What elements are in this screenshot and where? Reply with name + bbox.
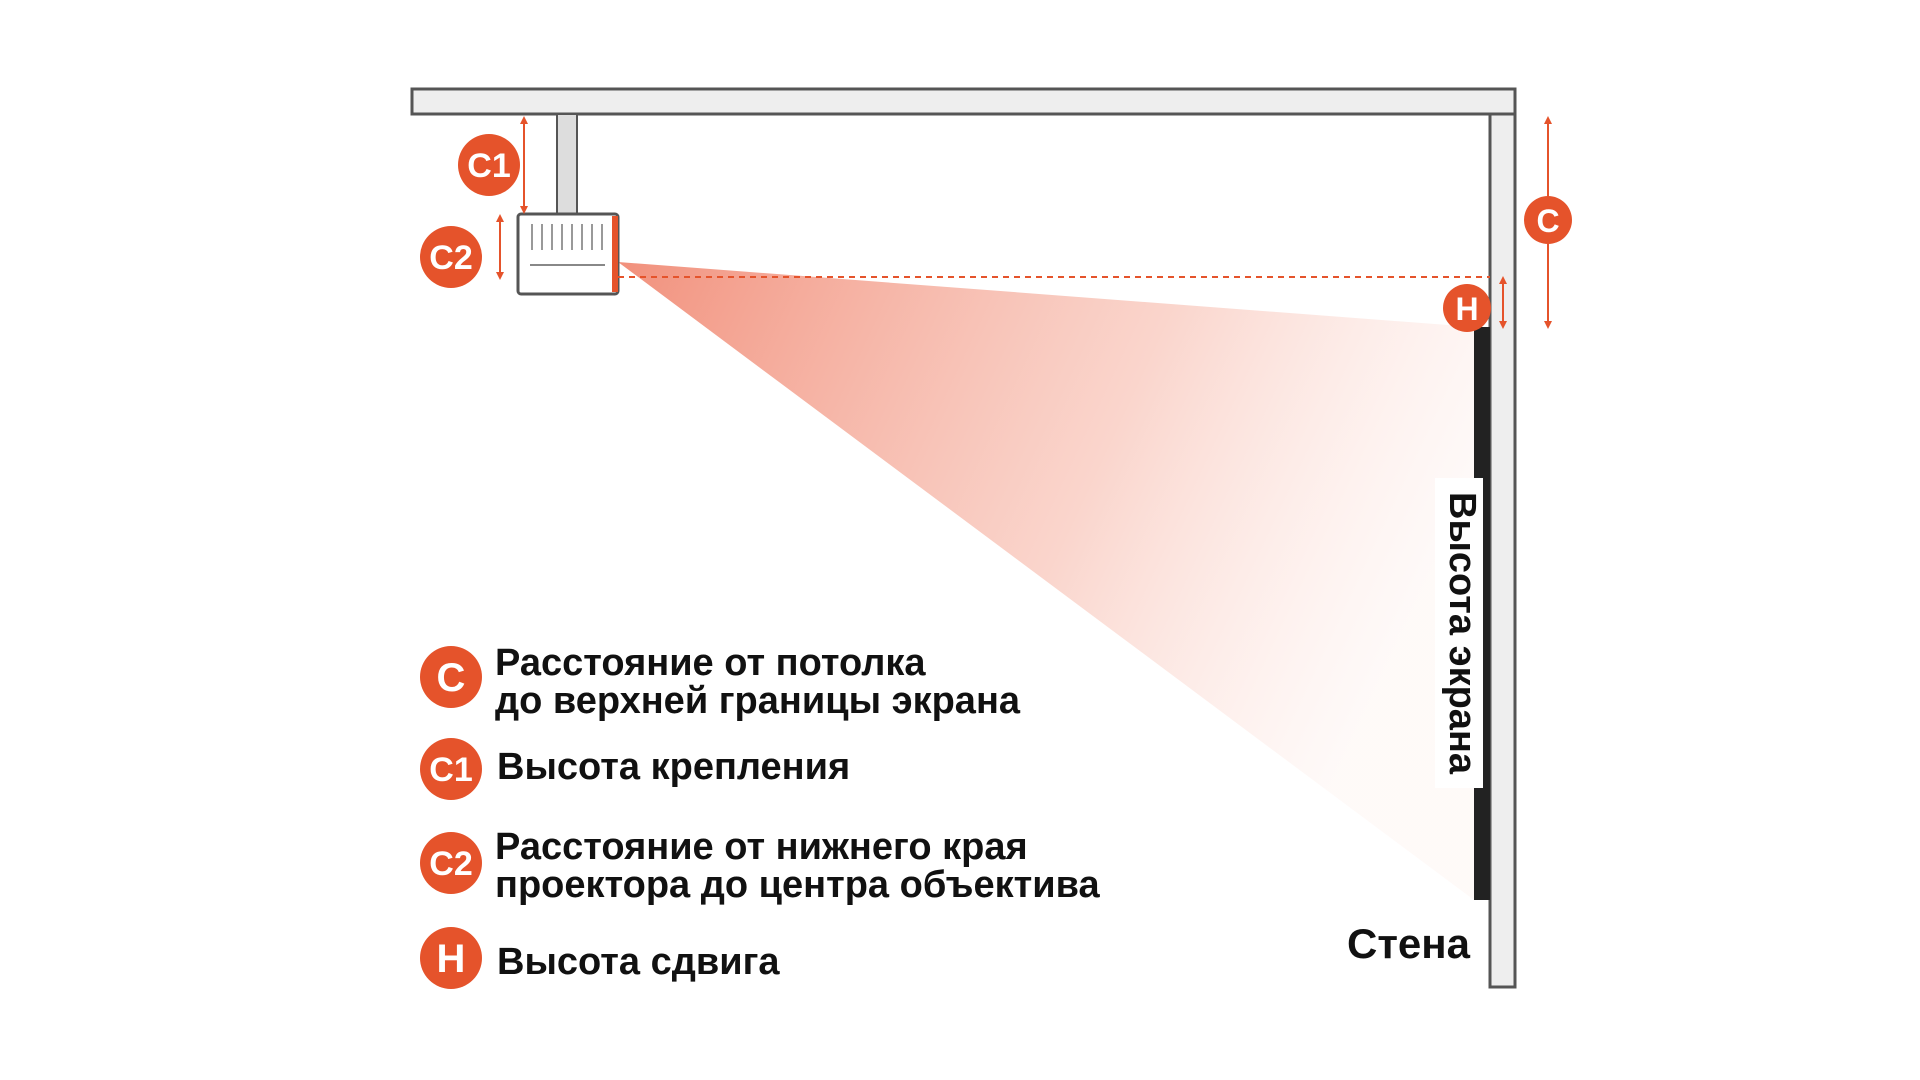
badge-h: H [1443, 284, 1491, 332]
svg-text:C: C [1536, 203, 1559, 239]
wall-label: Стена [1347, 920, 1470, 967]
badge-c1: C1 [458, 134, 520, 196]
legend-text-h: Высота сдвига [497, 943, 780, 981]
svg-text:H: H [1455, 291, 1478, 327]
svg-text:C1: C1 [467, 147, 510, 185]
legend-badge-c2: C2 [420, 832, 482, 894]
legend-text-c1: Высота крепления [497, 748, 850, 786]
legend-c-line1: Расстояние от потолка [495, 642, 926, 684]
legend-badge-h: H [420, 927, 482, 989]
legend-text-c2: Расстояние от нижнего края проектора до … [495, 828, 1100, 904]
badge-c: C [1524, 196, 1572, 244]
svg-text:C2: C2 [429, 845, 472, 883]
legend-c-line2: до верхней границы экрана [495, 680, 1021, 722]
legend-c2-line2: проектора до центра объектива [495, 864, 1100, 906]
legend-badge-c1: C1 [420, 738, 482, 800]
legend-text-c: Расстояние от потолка до верхней границы… [495, 644, 1020, 720]
wall [1488, 112, 1517, 989]
ceiling [410, 87, 1517, 116]
projection-beam [618, 262, 1474, 900]
legend-badge-c: C [420, 646, 482, 708]
screen-height-label: Высота экрана [1435, 478, 1483, 788]
svg-text:C2: C2 [429, 239, 472, 277]
legend-c1-line1: Высота крепления [497, 746, 851, 788]
svg-text:H: H [437, 937, 466, 981]
svg-text:C1: C1 [429, 751, 472, 789]
mount-pole [556, 113, 578, 215]
legend-h-line1: Высота сдвига [497, 941, 780, 983]
svg-text:C: C [437, 656, 466, 700]
badge-c2: C2 [420, 226, 482, 288]
projector [516, 212, 620, 296]
legend-c2-line1: Расстояние от нижнего края [495, 826, 1028, 868]
